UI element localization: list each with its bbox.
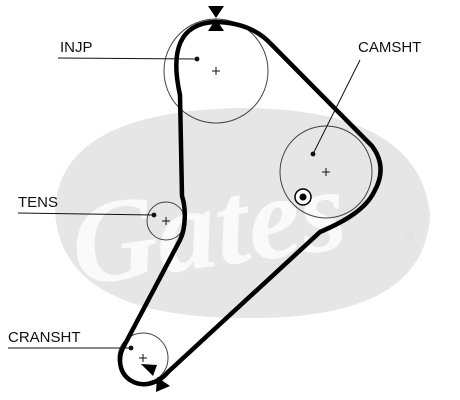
injp-center-cross	[212, 67, 220, 75]
pulley-centers	[139, 67, 330, 362]
watermark-oval	[55, 108, 430, 319]
timing-marks	[141, 6, 224, 392]
leaders	[8, 56, 361, 351]
bottom-timing-mark-icon	[141, 364, 170, 392]
camsht-bearing-icon	[294, 188, 312, 206]
camsht-leader-line	[312, 59, 361, 155]
cransht-center-cross	[139, 354, 147, 362]
cransht-leader-dot	[128, 345, 134, 351]
tens-label: TENS	[18, 194, 58, 211]
tens-leader-dot	[151, 212, 157, 218]
tens-leader-line	[17, 212, 155, 216]
cransht-label: CRANSHT	[8, 329, 81, 346]
camsht-pulley	[279, 125, 373, 219]
camsht-label: CAMSHT	[358, 39, 421, 56]
top-timing-mark-icon	[208, 6, 224, 31]
camsht-center-cross	[322, 168, 330, 176]
tens-center-cross	[162, 217, 170, 225]
injp-label: INJP	[60, 39, 93, 56]
gates-watermark: Gates ®	[55, 108, 430, 319]
injp-leader-dot	[194, 56, 200, 62]
injp-leader-line	[57, 57, 198, 60]
watermark-registered: ®	[404, 227, 415, 243]
camsht-leader-dot	[310, 151, 316, 157]
